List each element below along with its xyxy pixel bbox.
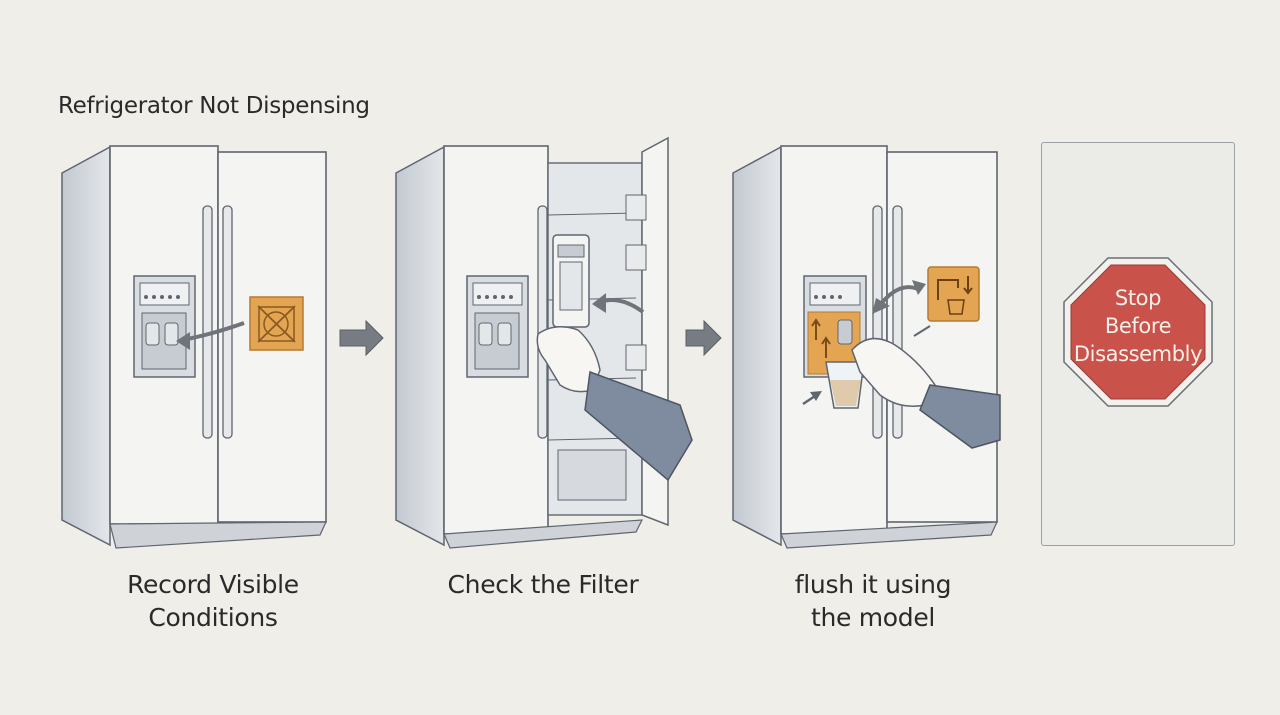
stop-sign-label: Stop Before Disassembly xyxy=(1073,286,1203,366)
fridge-step-2 xyxy=(395,136,693,549)
step-arrow-icon xyxy=(339,319,384,357)
dispense-icon xyxy=(927,266,980,322)
step-1-caption: Record Visible Conditions xyxy=(127,570,299,632)
step-3-caption: flush it using the model xyxy=(794,570,952,632)
step-2-caption: Check the Filter xyxy=(447,570,639,599)
water-filter-icon xyxy=(552,234,590,328)
hand-icon xyxy=(536,326,693,482)
dispenser-panel xyxy=(133,275,196,378)
fridge-step-1 xyxy=(61,145,327,549)
hand-icon xyxy=(851,337,1001,449)
glass-icon xyxy=(825,361,865,409)
fridge-step-3 xyxy=(732,145,1001,549)
diagram-title: Refrigerator Not Dispensing xyxy=(58,93,370,119)
step-arrow-icon xyxy=(685,319,722,357)
no-water-icon xyxy=(249,296,304,351)
